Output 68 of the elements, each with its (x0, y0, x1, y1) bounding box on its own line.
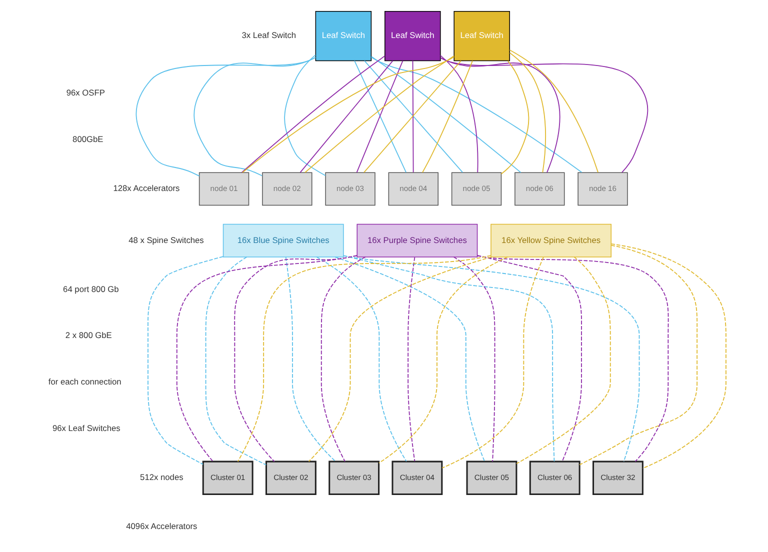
connector (240, 56, 385, 173)
node-box: Cluster 32 (592, 460, 643, 496)
connector (422, 60, 472, 173)
connector (610, 243, 726, 469)
connector (284, 256, 336, 462)
connector (378, 256, 508, 464)
connector (284, 54, 326, 176)
label: 4096x Accelerators (126, 521, 197, 532)
node-box: Cluster 05 (466, 460, 517, 496)
connector (452, 256, 495, 462)
connector (508, 50, 598, 173)
node-box: node 01 (198, 172, 249, 206)
connector (176, 255, 357, 462)
label: 64 port 800 Gb (62, 284, 118, 294)
node-box: node 16 (577, 172, 628, 206)
connector (316, 256, 406, 462)
connector (440, 58, 648, 173)
connector (578, 244, 698, 466)
node-box: Leaf Switch (384, 10, 440, 62)
node-box: node 06 (514, 172, 564, 206)
node-box: 16x Yellow Spine Switches (490, 224, 611, 258)
label: 2 x 800 GbE (64, 330, 112, 340)
node-box: node 04 (388, 172, 438, 206)
node-box: Cluster 03 (328, 460, 380, 496)
node-box: Cluster 06 (528, 460, 580, 496)
connector (304, 55, 454, 173)
connector (476, 255, 582, 462)
connector (440, 57, 560, 173)
connector (412, 60, 414, 173)
connector (242, 56, 454, 173)
connector (516, 256, 610, 464)
connector (370, 56, 582, 173)
connector (508, 52, 546, 173)
connector (299, 60, 393, 173)
node-box: node 02 (262, 172, 312, 206)
node-box: Leaf Switch (314, 10, 372, 62)
connector (135, 57, 316, 176)
node-box: 16x Blue Spine Switches (222, 224, 344, 258)
connector (407, 256, 415, 462)
label: 512x nodes (140, 472, 183, 482)
connector (500, 60, 529, 174)
node-box: 16x Purple Spine Switches (356, 224, 478, 258)
connector (308, 256, 492, 462)
connector (370, 56, 521, 173)
connector (334, 256, 485, 462)
connector (234, 255, 357, 462)
node-box: Cluster 02 (264, 460, 316, 496)
connector (342, 255, 640, 462)
node-box: node 03 (324, 172, 375, 206)
node-box: Cluster 04 (391, 460, 442, 496)
label: 96x OSFP (66, 88, 104, 98)
node-box: node 05 (450, 172, 502, 206)
label: 3x Leaf Switch (241, 30, 296, 40)
connector (147, 256, 224, 465)
label: 128x Accelerators (112, 183, 180, 194)
label: 48 x Spine Switches (128, 234, 204, 245)
label: for each connection (48, 376, 121, 387)
connector (476, 255, 668, 462)
connector (439, 55, 478, 173)
node-box: Leaf Switch (453, 10, 510, 62)
connector (193, 56, 316, 176)
connector (320, 256, 366, 462)
connector (236, 255, 491, 462)
label: 800GbE (72, 134, 103, 144)
node-box: Cluster 01 (202, 460, 253, 496)
connector (204, 256, 266, 466)
label: 96x Leaf Switches (52, 422, 120, 433)
connector (441, 256, 544, 468)
